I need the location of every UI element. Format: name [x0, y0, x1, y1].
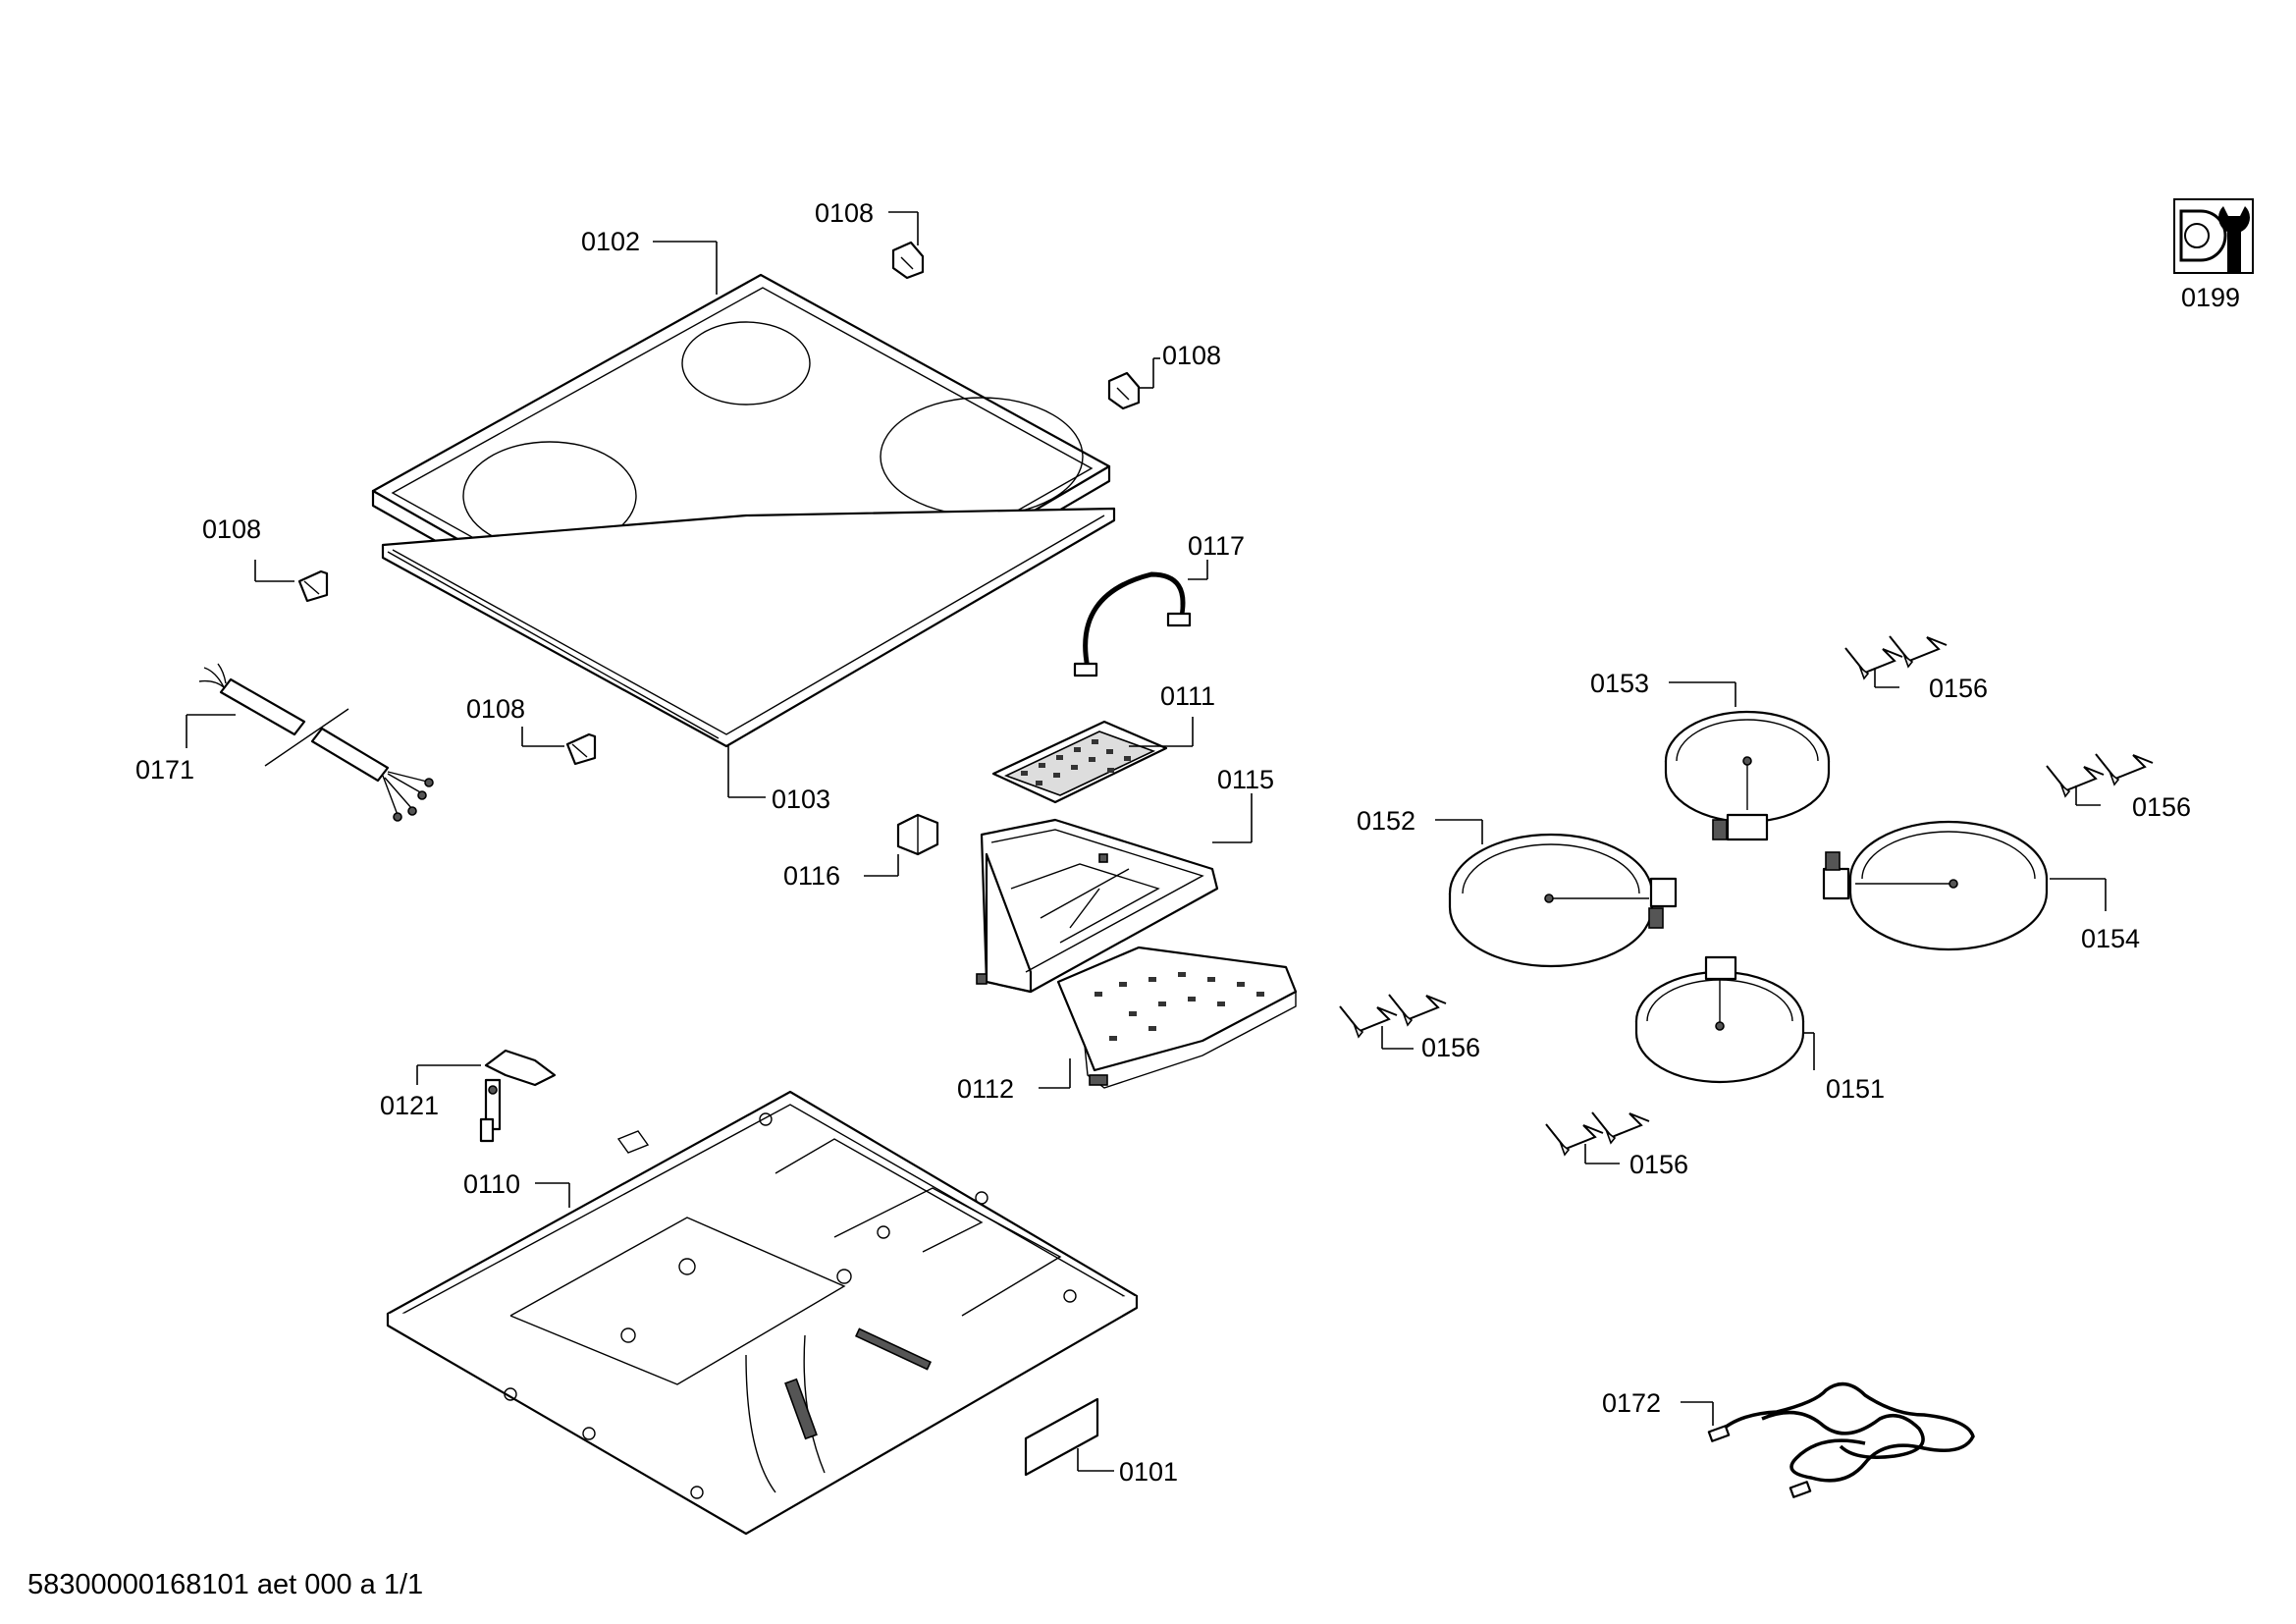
power-cable-part[interactable]: [198, 663, 434, 822]
label-0108-d: 0108: [466, 694, 525, 724]
label-0110: 0110: [463, 1169, 520, 1199]
clip-part-1[interactable]: [891, 241, 925, 280]
small-bracket-part[interactable]: [896, 813, 939, 856]
spring-clip-group-4[interactable]: [1545, 1111, 1650, 1157]
label-0116: 0116: [783, 861, 840, 891]
label-0153: 0153: [1590, 669, 1649, 698]
rating-plate-part[interactable]: [1024, 1397, 1099, 1477]
base-tray-part[interactable]: [386, 1090, 1139, 1536]
label-0101: 0101: [1119, 1457, 1178, 1487]
label-0108-c: 0108: [202, 514, 261, 544]
radiant-heater-0154-part[interactable]: [1822, 820, 2049, 951]
ribbon-cable-part[interactable]: [1073, 571, 1192, 677]
clip-part-2[interactable]: [1107, 371, 1141, 410]
label-0103: 0103: [772, 785, 830, 814]
radiant-heater-0153-part[interactable]: [1664, 710, 1831, 841]
label-0199: 0199: [2181, 283, 2240, 312]
terminal-bracket-part[interactable]: [479, 1049, 557, 1143]
spring-clip-group-3[interactable]: [1339, 994, 1447, 1039]
clip-part-4[interactable]: [565, 732, 597, 766]
label-0108-a: 0108: [815, 198, 874, 228]
label-0156-a: 0156: [1929, 674, 1988, 703]
label-0156-d: 0156: [1629, 1150, 1688, 1179]
label-0102: 0102: [581, 227, 640, 256]
label-0156-c: 0156: [1421, 1033, 1480, 1062]
spring-clip-group-1[interactable]: [1844, 635, 1948, 680]
radiant-heater-0152-part[interactable]: [1448, 833, 1678, 968]
label-0172: 0172: [1602, 1388, 1661, 1418]
spring-clip-group-2[interactable]: [2046, 753, 2154, 798]
label-0115: 0115: [1217, 765, 1274, 794]
drawing-reference-footer: 58300000168101 aet 000 a 1/1: [27, 1569, 423, 1600]
label-0121: 0121: [380, 1091, 439, 1120]
label-0171: 0171: [135, 755, 194, 785]
label-0117: 0117: [1188, 531, 1245, 561]
label-0112: 0112: [957, 1074, 1014, 1104]
label-0111: 0111: [1160, 681, 1215, 711]
label-0151: 0151: [1826, 1074, 1885, 1104]
electronics-housing-part[interactable]: [976, 818, 1219, 994]
cable-harness-part[interactable]: [1707, 1381, 1975, 1498]
wrench-icon: [2173, 198, 2254, 274]
control-pcb-part[interactable]: [1056, 946, 1298, 1089]
frame-seal-part[interactable]: [381, 507, 1116, 748]
label-0108-b: 0108: [1162, 341, 1221, 370]
touch-keypad-part[interactable]: [991, 720, 1168, 804]
radiant-heater-0151-part[interactable]: [1634, 955, 1805, 1084]
clip-part-3[interactable]: [297, 569, 329, 603]
label-0152: 0152: [1357, 806, 1415, 836]
label-0156-b: 0156: [2132, 792, 2191, 822]
label-0154: 0154: [2081, 924, 2140, 953]
